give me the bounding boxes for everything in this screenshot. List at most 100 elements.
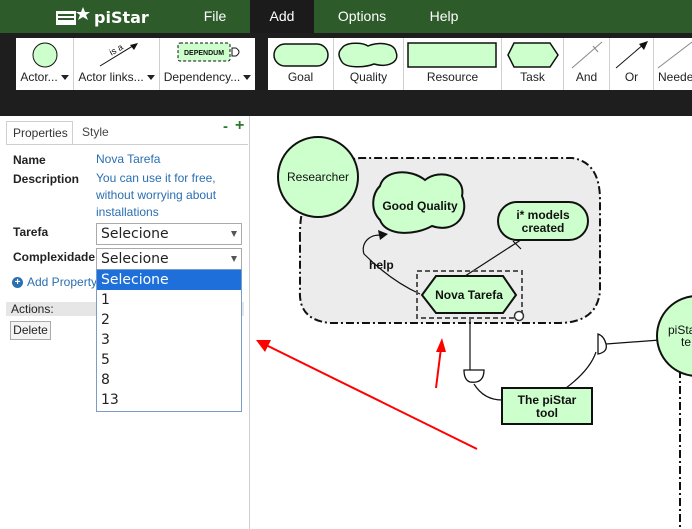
goal-models-label-2: created	[522, 221, 565, 235]
app-brand[interactable]: piStar	[54, 5, 149, 29]
dependency-d-1	[463, 369, 485, 383]
add-actor-links-label: Actor links...	[74, 70, 159, 84]
red-arrow-up-shaft	[435, 347, 442, 389]
menu-file[interactable]: File	[203, 8, 227, 24]
goal-models-created[interactable]	[497, 201, 589, 241]
link-models-tick	[512, 240, 522, 250]
tab-properties[interactable]: Properties	[6, 121, 73, 145]
needed-by-link-icon	[657, 41, 692, 69]
delete-button[interactable]: Delete	[10, 321, 51, 340]
link-task-dep[interactable]	[469, 318, 475, 379]
dependency-d-2	[597, 333, 607, 355]
quality-good-quality-label: Good Quality	[382, 199, 458, 213]
add-actor-button[interactable]: Actor...	[16, 38, 74, 90]
and-link-icon	[571, 41, 603, 69]
menu-add[interactable]: Add	[250, 0, 314, 33]
add-goal-label: Goal	[287, 70, 314, 84]
add-actor-label: Actor...	[16, 70, 73, 84]
add-resource-label: Resource	[426, 70, 479, 84]
toolbar-element-group: Goal Quality Resource Task And	[268, 38, 692, 90]
menu-options[interactable]: Options	[337, 8, 387, 24]
task-nova-tarefa[interactable]	[420, 275, 518, 314]
toolbar-actor-group: Actor... is a Actor links... DEPENDUM De…	[16, 38, 255, 90]
actions-label: Actions:	[11, 302, 54, 316]
link-dep-tool[interactable]	[473, 383, 503, 401]
name-label: Name	[13, 153, 46, 167]
add-or-link-label: Or	[624, 70, 639, 84]
task-nova-tarefa-label: Nova Tarefa	[435, 288, 503, 302]
or-link-icon	[615, 41, 648, 69]
tarefa-label: Tarefa	[13, 225, 49, 239]
actor-pistar-label-2: te	[681, 335, 691, 349]
link-help-arrowhead	[378, 230, 388, 240]
collapse-panel-button[interactable]: -	[223, 118, 228, 135]
complexidade-label: Complexidade	[13, 250, 96, 264]
add-quality-label: Quality	[349, 70, 388, 84]
description-label: Description	[13, 172, 80, 186]
selection-box	[416, 270, 523, 319]
toolbar: Actor... is a Actor links... DEPENDUM De…	[0, 33, 692, 91]
add-task-label: Task	[520, 70, 545, 84]
tab-style[interactable]: Style	[82, 125, 109, 139]
pistar-logo-icon	[56, 7, 90, 25]
tarefa-select-value: Selecione	[101, 226, 169, 242]
menu-bar: piStar File Add Options Help	[0, 0, 692, 33]
expand-panel-button[interactable]: +	[235, 117, 245, 134]
resource-pistar-tool[interactable]	[501, 387, 593, 425]
menu-help[interactable]: Help	[429, 8, 459, 24]
add-and-link-label: And	[575, 70, 598, 84]
add-needed-by-label: Neede	[658, 70, 692, 84]
link-dep-pistar[interactable]	[605, 339, 661, 345]
description-value[interactable]: You can use it for free, without worryin…	[96, 171, 217, 219]
name-value[interactable]: Nova Tarefa	[96, 152, 161, 166]
link-help[interactable]	[362, 234, 421, 295]
resize-handle[interactable]	[513, 310, 525, 322]
dropdown-option[interactable]: 2	[101, 312, 110, 328]
link-tool-dep[interactable]	[565, 351, 597, 389]
tarefa-select[interactable]: Selecione	[96, 223, 242, 245]
dropdown-option[interactable]: 1	[101, 292, 110, 308]
add-task-button[interactable]: Task	[502, 38, 564, 90]
complexidade-select[interactable]: Selecione	[96, 248, 242, 270]
resource-tool-label-1: The piStar	[518, 393, 577, 407]
add-goal-button[interactable]: Goal	[268, 38, 334, 90]
red-arrow-up-head	[436, 338, 446, 352]
add-dependency-button[interactable]: DEPENDUM Dependency...	[160, 38, 255, 90]
resource-tool-label-2: tool	[536, 406, 558, 420]
dropdown-option[interactable]: Selecione	[97, 270, 241, 290]
toolbar-bottom-strip	[0, 91, 692, 116]
complexidade-select-value: Selecione	[101, 251, 169, 267]
svg-text:is a: is a	[108, 42, 125, 58]
add-dependency-label: Dependency...	[160, 70, 255, 84]
goal-models-label-1: i* models	[516, 208, 570, 222]
actor-pistar-label-1: piSta	[668, 323, 692, 337]
dropdown-option[interactable]: 8	[101, 372, 110, 388]
red-arrow-left-shaft	[265, 344, 478, 450]
link-help-label: help	[369, 258, 394, 272]
add-or-link-button[interactable]: Or	[610, 38, 654, 90]
quality-good-quality[interactable]	[372, 171, 466, 234]
chevron-down-icon	[231, 231, 237, 237]
add-resource-button[interactable]: Resource	[404, 38, 502, 90]
dropdown-option[interactable]: 3	[101, 332, 110, 348]
add-property-link[interactable]: + Add Property	[12, 275, 97, 289]
add-quality-button[interactable]: Quality	[334, 38, 404, 90]
add-property-label: Add Property	[27, 275, 98, 289]
dropdown-option[interactable]: 5	[101, 352, 110, 368]
red-arrow-left-head	[256, 340, 271, 352]
plus-circle-icon: +	[12, 276, 23, 288]
goal-icon	[273, 43, 329, 67]
add-actor-links-button[interactable]: is a Actor links...	[74, 38, 160, 90]
app-name: piStar	[94, 7, 149, 27]
add-and-link-button[interactable]: And	[564, 38, 610, 90]
svg-text:DEPENDUM: DEPENDUM	[184, 50, 224, 57]
resource-icon	[407, 42, 497, 68]
complexidade-dropdown-list[interactable]: Selecione 1 2 3 5 8 13	[96, 269, 242, 412]
dropdown-option[interactable]: 13	[101, 392, 119, 408]
actor-pistar[interactable]	[656, 295, 692, 377]
tabs-divider	[6, 144, 248, 145]
add-needed-by-button[interactable]: Neede	[654, 38, 692, 90]
chevron-down-icon	[231, 256, 237, 262]
actor-researcher[interactable]	[277, 136, 359, 218]
